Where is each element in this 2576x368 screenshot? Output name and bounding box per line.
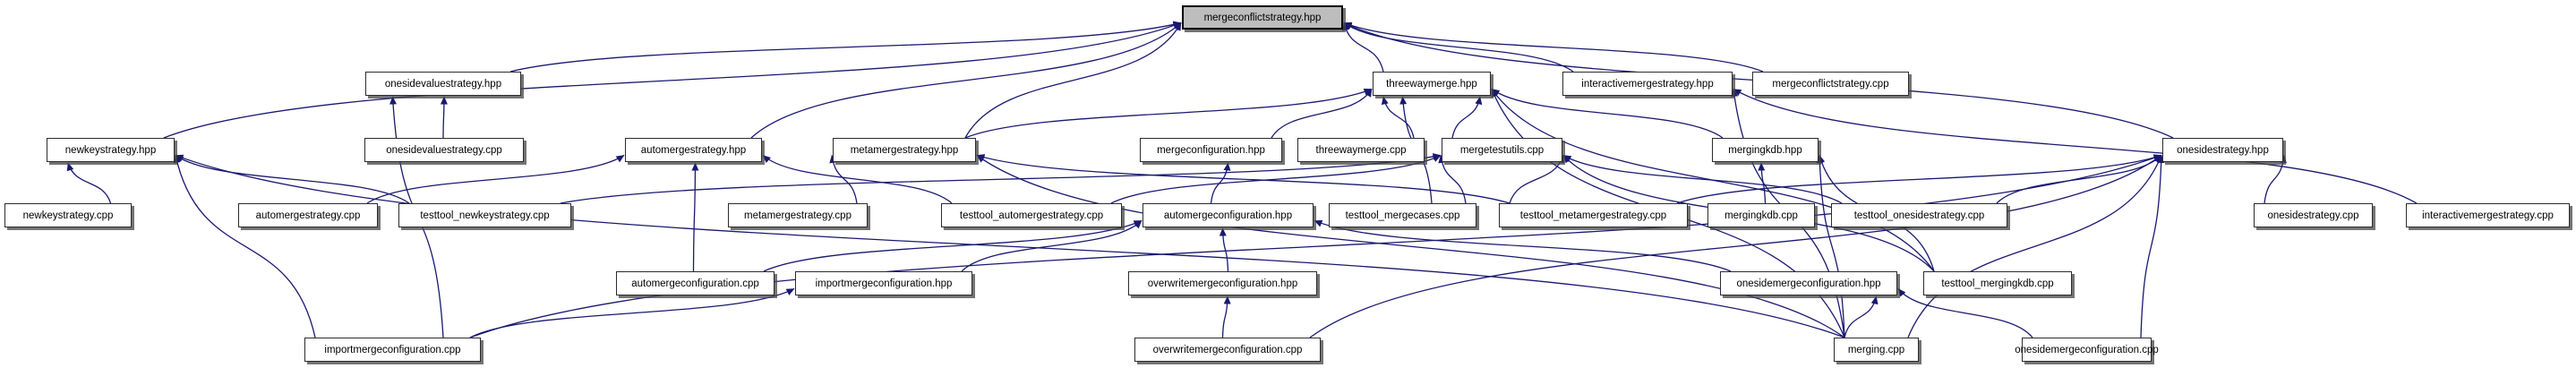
graph-edge [1996,154,2162,204]
graph-node-metamergestrategy.hpp[interactable]: metamergestrategy.hpp [833,138,976,162]
graph-node-testtool_onesidestrategy.cpp[interactable]: testtool_onesidestrategy.cpp [1831,203,2007,227]
graph-node-overwritemergeconfiguration.hpp[interactable]: overwritemergeconfiguration.hpp [1128,271,1317,295]
graph-edge [829,154,858,204]
graph-node-mergetestutils.cpp[interactable]: mergetestutils.cpp [1442,138,1562,162]
graph-edge [440,96,448,139]
graph-node-testtool_mergecases.cpp[interactable]: testtool_mergecases.cpp [1329,203,1476,227]
graph-node-mergingkdb.hpp[interactable]: mergingkdb.hpp [1712,138,1819,162]
graph-edge [691,162,699,272]
graph-node-onesidestrategy.hpp[interactable]: onesidestrategy.hpp [2162,138,2283,162]
graph-node-interactivemergestrategy.hpp[interactable]: interactivemergestrategy.hpp [1562,72,1733,96]
graph-node-importmergeconfiguration.hpp[interactable]: importmergeconfiguration.hpp [795,271,972,295]
graph-edge [763,219,1143,272]
graph-edge [964,88,1373,139]
graph-node-onesidemergeconfiguration.cpp[interactable]: onesidemergeconfiguration.cpp [2015,338,2159,362]
graph-edge [469,287,795,338]
graph-edge [366,154,625,204]
graph-edge [1219,227,1229,272]
graph-node-interactivemergestrategy.cpp[interactable]: interactivemergestrategy.cpp [2406,203,2570,227]
graph-edge [2264,154,2287,204]
graph-node-mergeconfiguration.hpp[interactable]: mergeconfiguration.hpp [1140,138,1282,162]
graph-edge [1509,154,1565,204]
graph-edge [1897,288,2033,338]
graph-node-onesidevaluestrategy.hpp[interactable]: onesidevaluestrategy.hpp [365,72,521,96]
graph-edge [509,21,1182,73]
graph-edge [1381,96,1415,139]
graph-edge [964,22,1182,139]
graph-edge [1676,154,2162,204]
graph-node-mergingkdb.cpp[interactable]: mergingkdb.cpp [1707,203,1815,227]
graph-edge [1438,154,1467,204]
graph-node-automergeconfiguration.cpp[interactable]: automergeconfiguration.cpp [616,271,775,295]
graph-node-merging.cpp[interactable]: merging.cpp [1834,338,1919,362]
graph-edge [1110,154,1442,204]
graph-edge [1343,21,1574,73]
graph-edge [762,154,953,204]
graph-edge [1491,88,1724,139]
graph-node-threewaymerge.cpp[interactable]: threewaymerge.cpp [1297,138,1425,162]
graph-edge [1733,88,2418,204]
graph-node-importmergeconfiguration.cpp[interactable]: importmergeconfiguration.cpp [304,338,481,362]
graph-node-testtool_mergingkdb.cpp[interactable]: testtool_mergingkdb.cpp [1923,271,2072,295]
graph-node-automergestrategy.hpp[interactable]: automergestrategy.hpp [625,138,762,162]
graph-edge [469,154,2162,338]
graph-edge [1844,295,1879,338]
graph-node-testtool_metamergestrategy.cpp[interactable]: testtool_metamergestrategy.cpp [1499,203,1688,227]
graph-node-metamergestrategy.cpp[interactable]: metamergestrategy.cpp [728,203,868,227]
graph-edge [173,154,316,338]
graph-node-mergeconflictstrategy.hpp: mergeconflictstrategy.hpp [1182,5,1343,30]
graph-edge [163,21,1182,139]
graph-edge [1451,96,1483,139]
graph-edge [1309,154,2162,338]
graph-edge [1314,219,1732,272]
graph-edge [976,154,1511,204]
graph-edge [1271,89,1373,139]
graph-node-testtool_newkeystrategy.cpp[interactable]: testtool_newkeystrategy.cpp [398,203,571,227]
graph-node-newkeystrategy.cpp[interactable]: newkeystrategy.cpp [4,203,132,227]
graph-node-onesidevaluestrategy.cpp[interactable]: onesidevaluestrategy.cpp [364,138,524,162]
graph-edge [2140,154,2165,338]
graph-edge [1221,295,1231,338]
graph-edge [976,154,1845,338]
graph-node-threewaymerge.hpp[interactable]: threewaymerge.hpp [1373,72,1491,96]
graph-node-automergestrategy.cpp[interactable]: automergestrategy.cpp [238,203,378,227]
graph-edge [1562,154,1843,204]
graph-edge [560,153,1442,204]
graph-edge [1907,154,2162,338]
graph-node-automergeconfiguration.hpp[interactable]: automergeconfiguration.hpp [1143,203,1314,227]
graph-node-mergeconflictstrategy.cpp[interactable]: mergeconflictstrategy.cpp [1752,72,1909,96]
graph-node-overwritemergeconfiguration.cpp[interactable]: overwritemergeconfiguration.cpp [1134,338,1321,362]
graph-edge [66,162,112,204]
graph-edge [175,154,1845,338]
graph-node-onesidestrategy.cpp[interactable]: onesidestrategy.cpp [2254,203,2373,227]
graph-edge [1816,154,1845,338]
graph-edge [175,154,410,204]
graph-node-onesidemergeconfiguration.hpp[interactable]: onesidemergeconfiguration.hpp [1720,271,1897,295]
graph-node-newkeystrategy.hpp[interactable]: newkeystrategy.hpp [47,138,175,162]
graph-edge [750,21,1182,139]
graph-edge [1758,162,1767,204]
graph-edge [1342,21,1384,73]
graph-edge [961,219,1143,272]
graph-node-testtool_automergestrategy.cpp[interactable]: testtool_automergestrategy.cpp [941,203,1122,227]
graph-edge [1343,21,1764,73]
